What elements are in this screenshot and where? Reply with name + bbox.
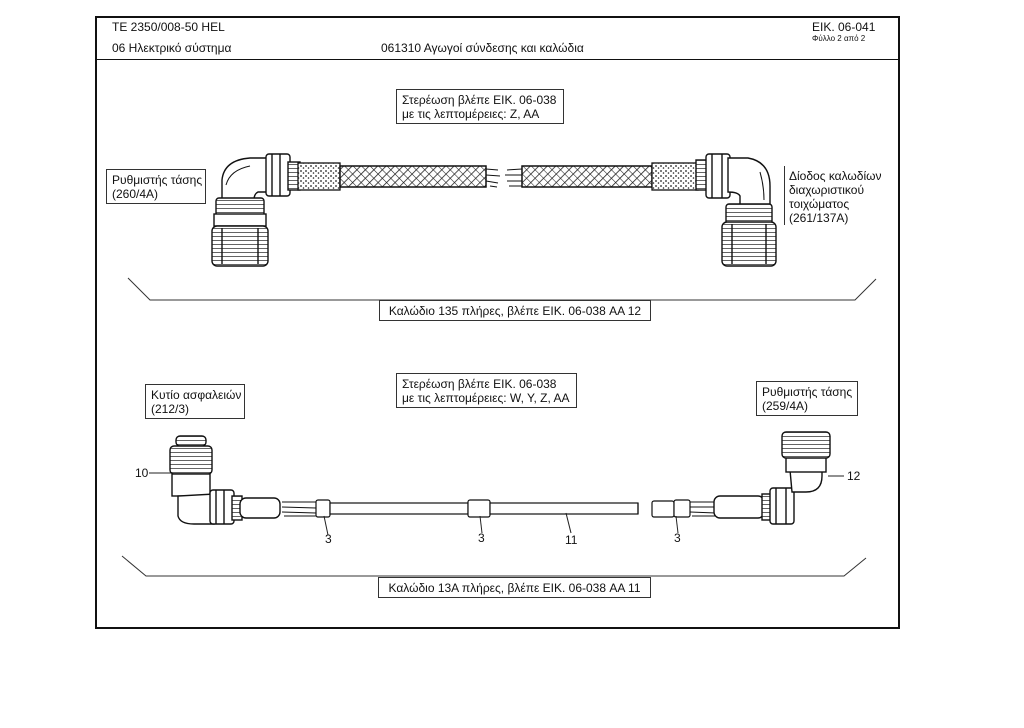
top-braided-cable-left	[297, 162, 501, 191]
top-braided-cable-right	[505, 162, 699, 191]
bottom-caption: Καλώδιο 13Α πλήρες, βλέπε ΕΙΚ. 06-038 AA…	[378, 577, 651, 598]
callout-3-right: 3	[674, 531, 681, 545]
top-caption: Καλώδιο 135 πλήρες, βλέπε ΕΙΚ. 06-038 AA…	[379, 300, 651, 321]
figure-ref: ΕΙΚ. 06-041	[812, 20, 876, 34]
top-mounting-note: Στερέωση βλέπε ΕΙΚ. 06-038 με τις λεπτομ…	[396, 89, 564, 124]
bottom-dimension-bracket	[121, 555, 867, 577]
bottom-left-label: Κυτίο ασφαλειών (212/3)	[145, 384, 245, 419]
bottom-cable	[281, 499, 717, 518]
doc-code: TE 2350/008-50 HEL	[112, 20, 225, 34]
top-right-label-edge	[784, 166, 785, 225]
top-right-connector	[695, 153, 777, 267]
top-right-label: Δίοδος καλωδίων διαχωριστικού τοιχώματος…	[784, 166, 886, 225]
drawing-sheet	[95, 16, 900, 629]
top-left-label: Ρυθμιστής τάσης (260/4A)	[106, 169, 206, 204]
section-title: 06 Ηλεκτρικό σύστημα	[112, 41, 232, 55]
callout-3-left: 3	[325, 532, 332, 546]
top-left-connector	[211, 153, 301, 267]
callout-12: 12	[847, 469, 861, 483]
callout-leaders	[149, 472, 844, 536]
callout-10: 10	[135, 466, 149, 480]
bottom-mounting-note: Στερέωση βλέπε ΕΙΚ. 06-038 με τις λεπτομ…	[396, 373, 577, 408]
bottom-left-connector	[169, 435, 281, 525]
sheet-number: Φύλλο 2 από 2	[812, 34, 866, 43]
bottom-right-connector	[713, 431, 831, 525]
top-dimension-bracket	[127, 277, 877, 301]
subsection-title: 061310 Αγωγοί σύνδεσης και καλώδια	[381, 41, 584, 55]
callout-11: 11	[565, 533, 578, 547]
bottom-right-label: Ρυθμιστής τάσης (259/4A)	[756, 381, 858, 416]
callout-3-middle: 3	[478, 531, 485, 545]
header-divider	[95, 59, 900, 60]
